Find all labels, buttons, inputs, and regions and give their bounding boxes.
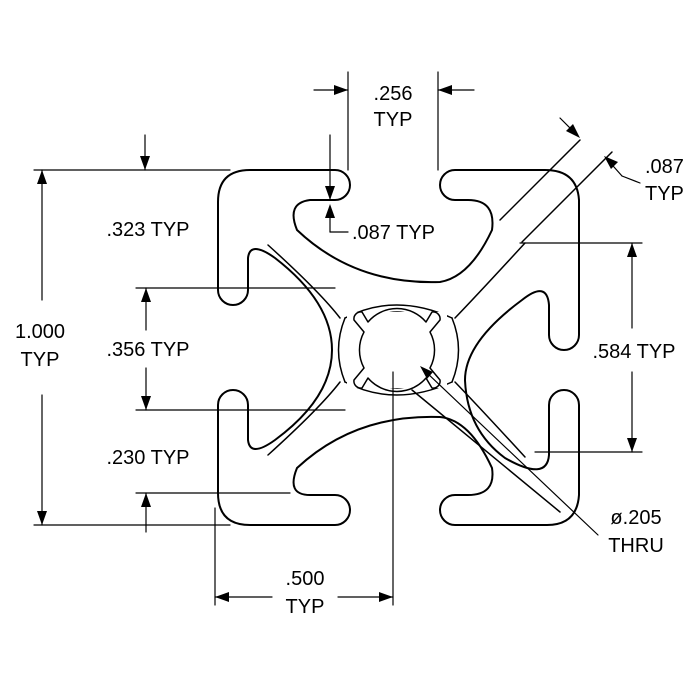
dim-overall-height [33,169,231,526]
dim-hole-leader [420,366,599,536]
label-bottom-dim: .500 [286,568,325,590]
dim-inner-lip [325,204,349,233]
dim-left-3 [135,492,291,533]
label-hole-diameter: ø.205 [610,507,661,529]
dim-bottom [214,371,394,606]
center-cavity-right [451,317,460,383]
dim-top-slot-width [313,71,475,171]
diag-wall-line-b [521,151,613,243]
diag-wall-line-a [499,139,581,221]
profile-outline-main [217,169,580,526]
label-overall-height-typ: TYP [21,349,60,371]
dim-left-2 [135,287,346,411]
label-inner-lip: .087 TYP [352,222,435,244]
dim-left-1 [140,134,335,201]
label-right-dim: .584 TYP [592,341,675,363]
web-upper-right [454,242,526,319]
web-lower-right [454,381,526,458]
label-top-slot-width: .256 [374,83,413,105]
label-left-dim-1: .323 TYP [106,219,189,241]
label-top-slot-width-typ: TYP [374,109,413,131]
label-hole-thru: THRU [608,535,664,557]
label-bottom-dim-typ: TYP [286,596,325,618]
diag-wall-line-c [411,389,561,513]
dim-diag-wall [559,117,641,184]
label-left-dim-2: .356 TYP [106,339,189,361]
center-cavity-left [337,317,346,383]
label-diag-wall: .087 [645,156,684,178]
web-upper-left [267,244,341,319]
label-left-dim-3: .230 TYP [106,447,189,469]
dim-right [519,242,643,453]
label-overall-height: 1.000 [15,321,65,343]
center-bore [347,307,447,393]
label-diag-wall-typ: TYP [645,183,684,205]
web-lower-left [267,381,341,456]
